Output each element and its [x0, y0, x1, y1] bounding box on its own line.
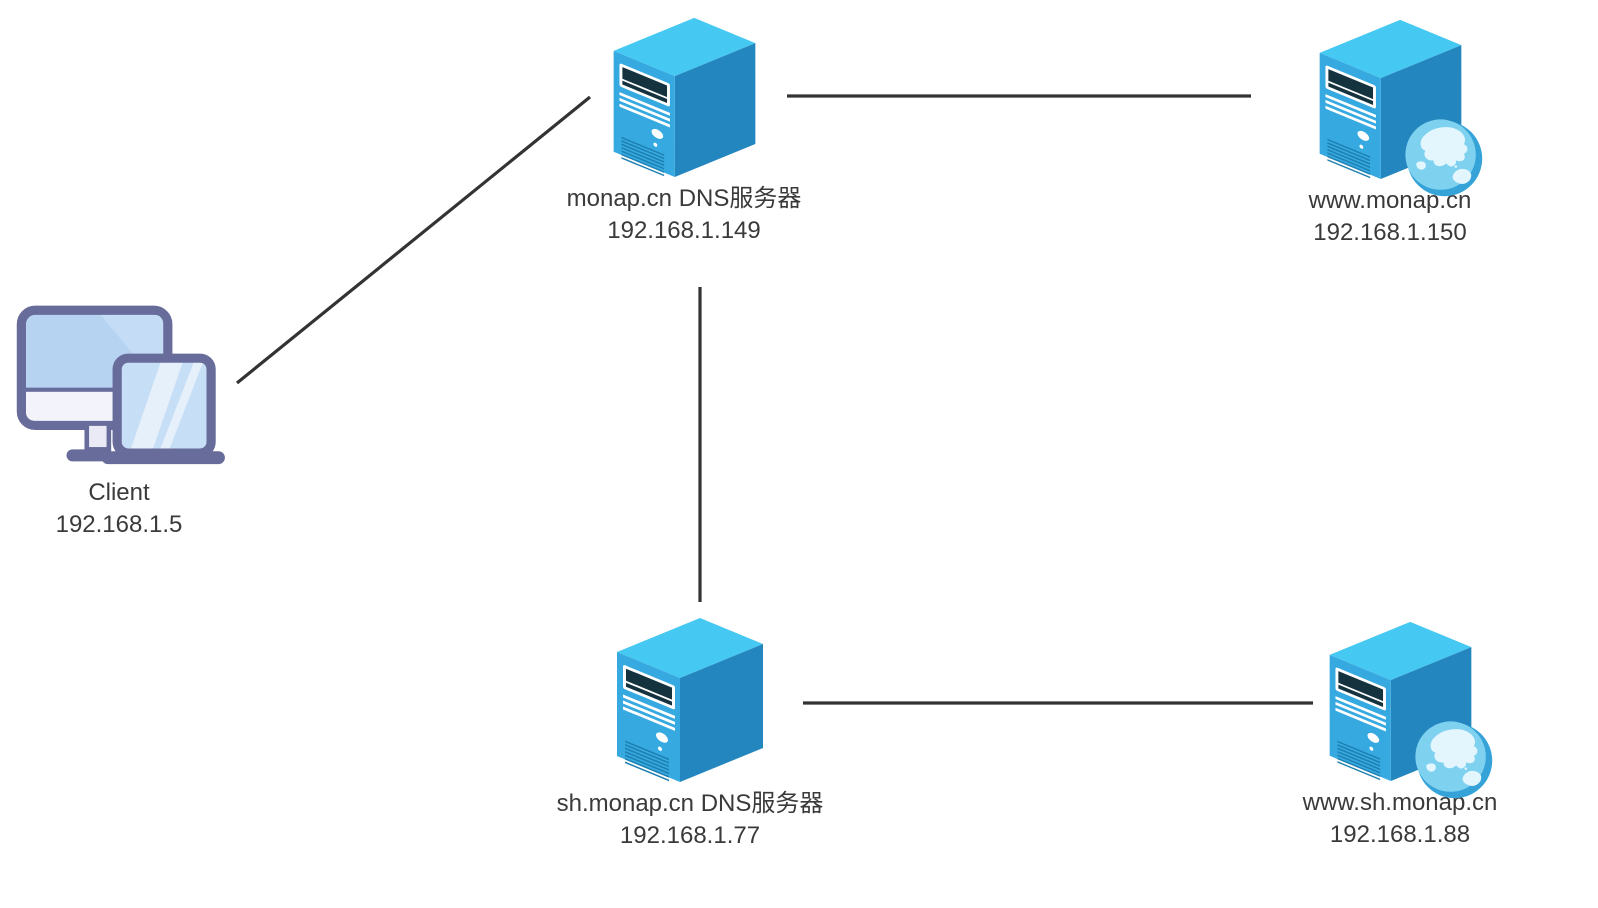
web-server-globe-icon — [1308, 10, 1473, 185]
node-web-sh: www.sh.monap.cn 192.168.1.88 — [1240, 612, 1560, 851]
globe-icon — [1403, 117, 1483, 197]
server-icon — [605, 608, 775, 788]
node-web-monap: www.monap.cn 192.168.1.150 — [1230, 10, 1550, 249]
node-label: sh.monap.cn DNS服务器 — [556, 790, 824, 817]
client-devices-icon — [13, 302, 225, 477]
node-label: Client — [88, 479, 150, 506]
node-dns-monap: monap.cn DNS服务器 192.168.1.149 — [534, 8, 834, 247]
node-client: Client 192.168.1.5 — [4, 302, 234, 541]
node-ip: 192.168.1.77 — [619, 822, 761, 849]
node-dns-sh: sh.monap.cn DNS服务器 192.168.1.77 — [540, 608, 840, 852]
web-server-globe-icon — [1318, 612, 1483, 787]
node-label: monap.cn DNS服务器 — [566, 185, 802, 212]
globe-icon — [1413, 719, 1493, 799]
node-ip: 192.168.1.5 — [55, 511, 183, 538]
node-ip: 192.168.1.150 — [1313, 219, 1467, 246]
node-ip: 192.168.1.149 — [607, 217, 761, 244]
node-ip: 192.168.1.88 — [1329, 821, 1471, 848]
server-icon — [602, 8, 767, 183]
